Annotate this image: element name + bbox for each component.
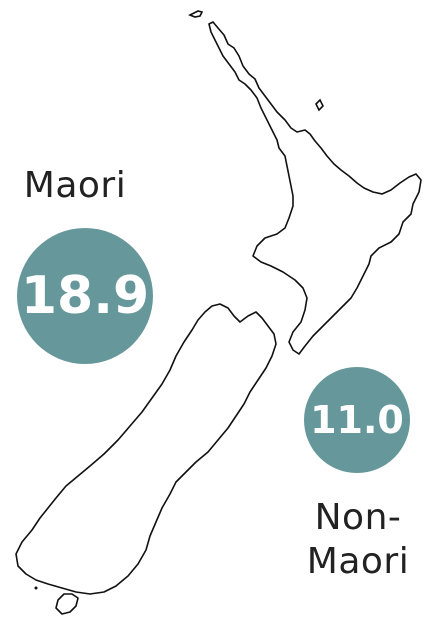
non-maori-label-line1: Non- <box>314 497 402 538</box>
maori-value: 18.9 <box>20 266 150 326</box>
non-maori-value-bubble: 11.0 <box>304 367 410 473</box>
non-maori-label: Non- Maori <box>300 496 416 584</box>
south-islet <box>34 586 38 590</box>
non-maori-value: 11.0 <box>310 398 404 442</box>
north-islet <box>188 10 204 18</box>
south-island-outline <box>15 303 277 595</box>
maori-value-bubble: 18.9 <box>17 228 153 364</box>
north-island-outline <box>208 21 422 355</box>
non-maori-label-line2: Maori <box>306 541 410 582</box>
maori-label: Maori <box>23 165 127 206</box>
north-islet <box>315 98 324 112</box>
stewart-island-outline <box>55 593 79 615</box>
